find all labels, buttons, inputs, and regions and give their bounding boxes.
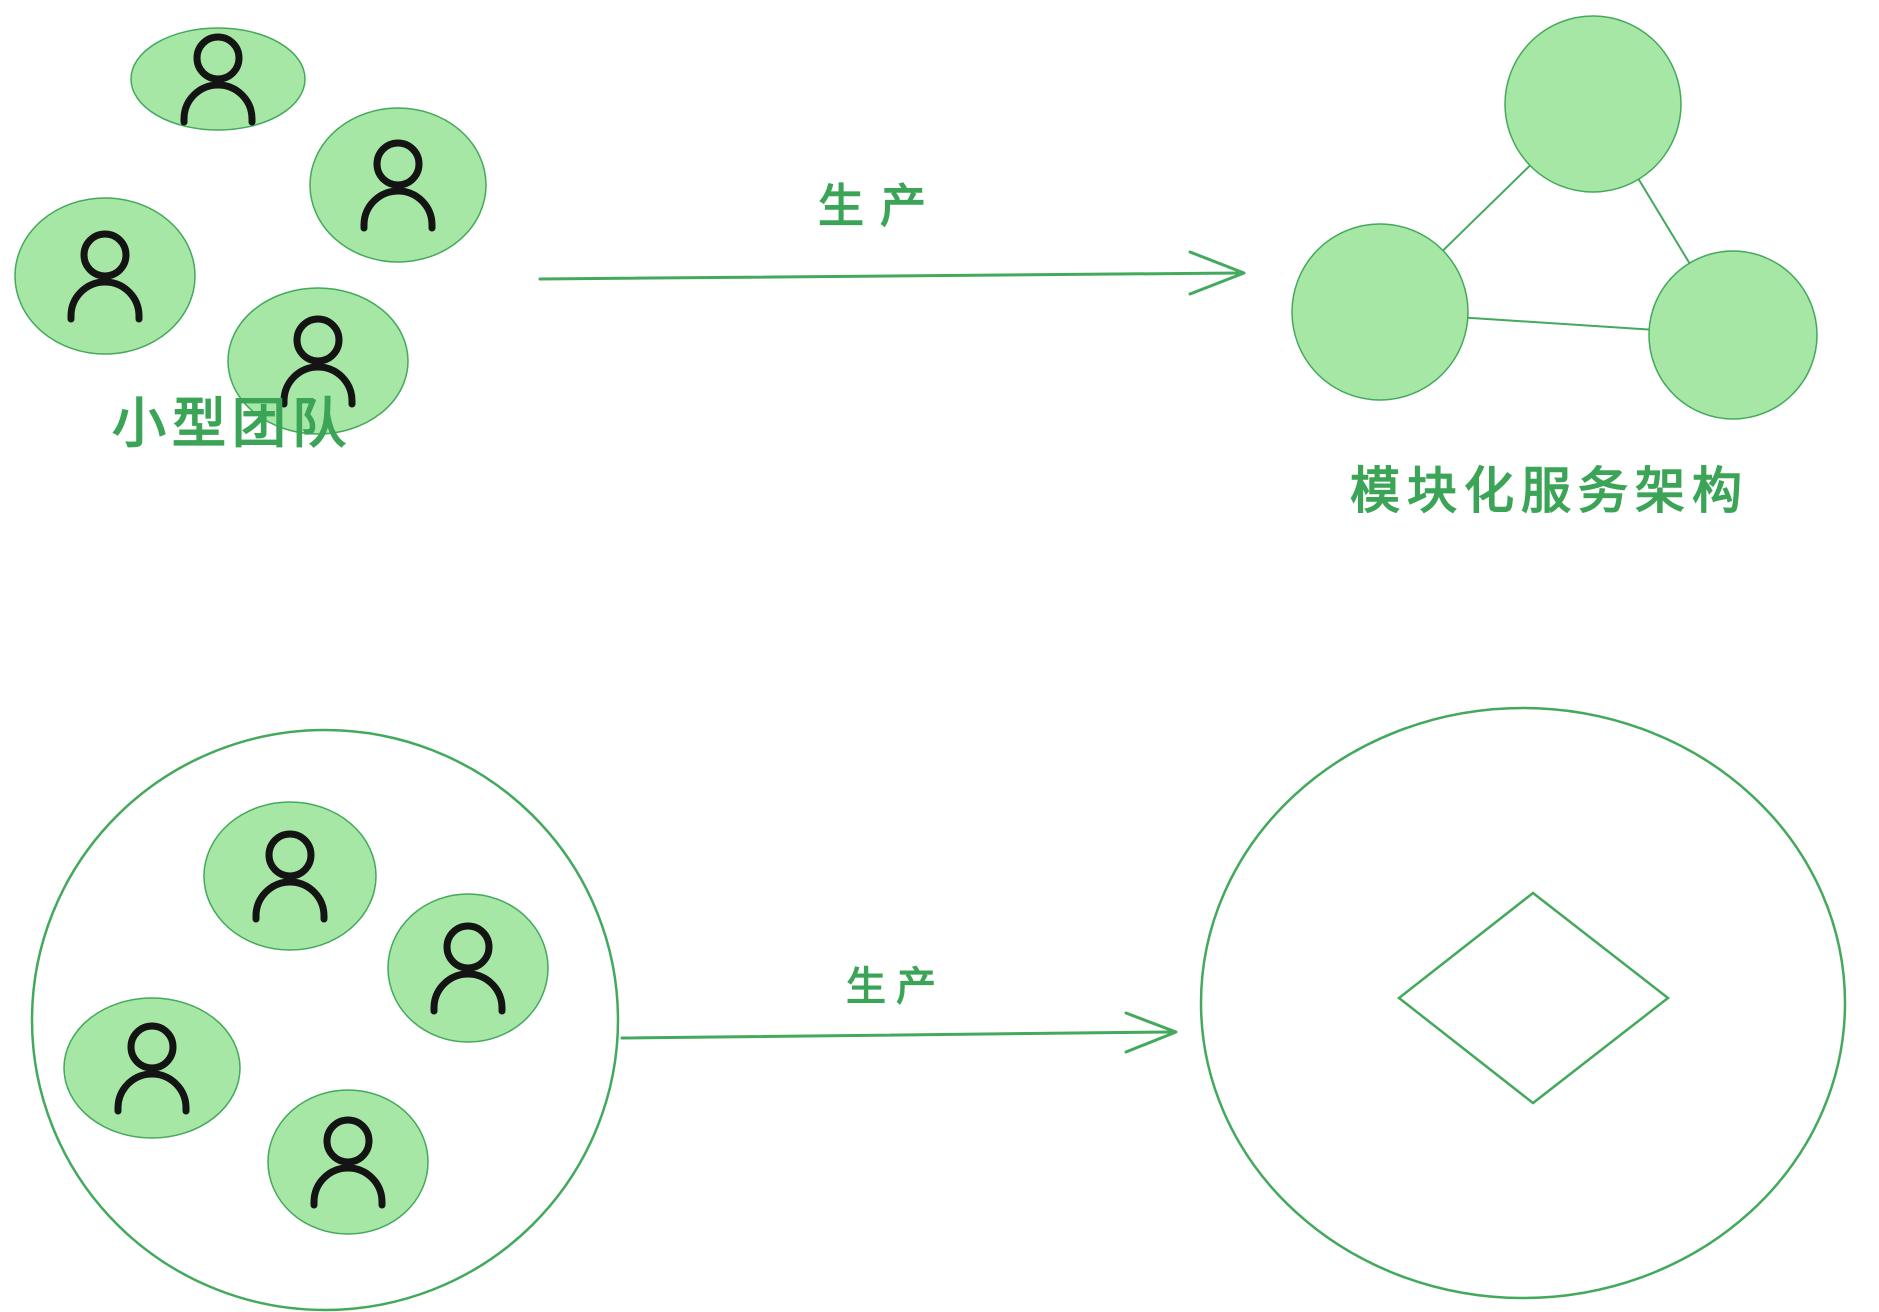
produce-label-bottom: 生产: [846, 964, 946, 1010]
produce-arrow-bottom: 生产: [620, 964, 1178, 1054]
service-node: [1648, 250, 1818, 420]
monolith-cluster: [1199, 706, 1847, 1300]
produce-arrow-top: 生产: [538, 179, 1246, 296]
team-member: [267, 1089, 429, 1235]
team-member: [387, 893, 549, 1043]
team-member: [63, 997, 241, 1139]
unified-team-cluster: [30, 728, 620, 1312]
monolith-boundary-circle: [1199, 706, 1847, 1300]
small-teams-cluster: 小型团队: [14, 27, 487, 455]
architecture-label: 模块化服务架构: [1350, 462, 1749, 520]
produce-label-top: 生产: [818, 179, 942, 233]
team-boundary-circle: [30, 728, 620, 1312]
modular-architecture-cluster: 模块化服务架构: [1291, 15, 1818, 520]
team-member: [130, 27, 306, 131]
teams-label: 小型团队: [112, 392, 352, 455]
diamond-shape: [1396, 891, 1671, 1105]
team-member: [14, 197, 196, 355]
service-node: [1504, 15, 1682, 193]
service-node: [1291, 223, 1469, 401]
team-member: [227, 287, 409, 435]
team-member: [203, 801, 377, 951]
team-member: [309, 107, 487, 263]
